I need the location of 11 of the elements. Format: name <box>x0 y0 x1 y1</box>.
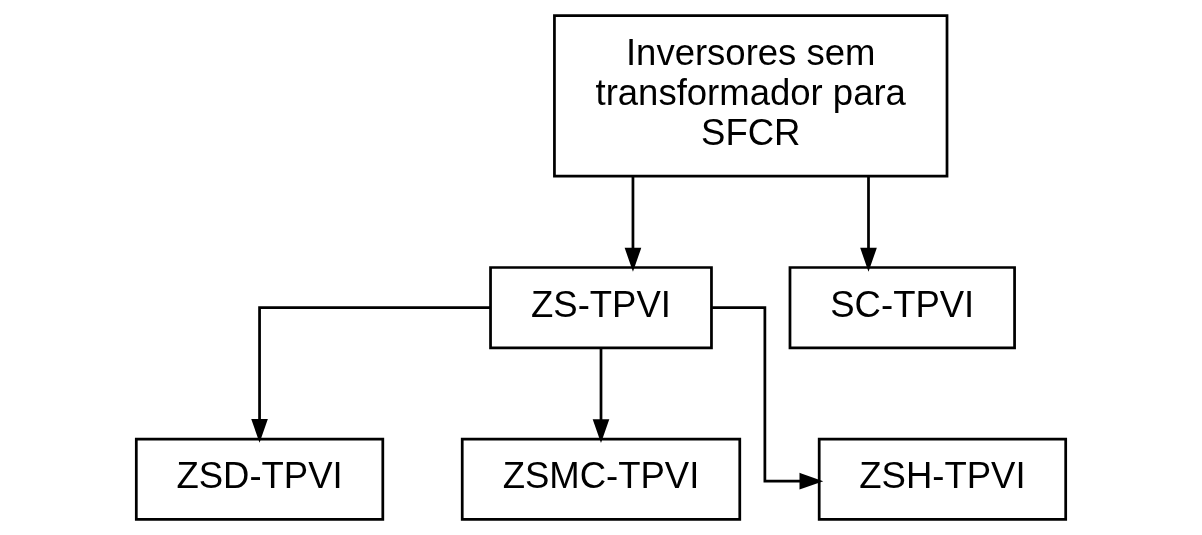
node-box: SC-TPVI <box>788 266 1016 350</box>
arrow <box>251 306 491 443</box>
node-box: ZSD-TPVI <box>134 437 385 521</box>
arrow <box>624 176 642 272</box>
node-box: Inversores sem transformador para SFCR <box>553 14 949 178</box>
node-box: ZS-TPVI <box>489 266 713 350</box>
arrow <box>592 348 610 444</box>
node-box: ZSH-TPVI <box>817 437 1068 521</box>
node-box: ZSMC-TPVI <box>460 437 742 521</box>
arrow <box>860 176 877 272</box>
arrow <box>712 306 824 490</box>
